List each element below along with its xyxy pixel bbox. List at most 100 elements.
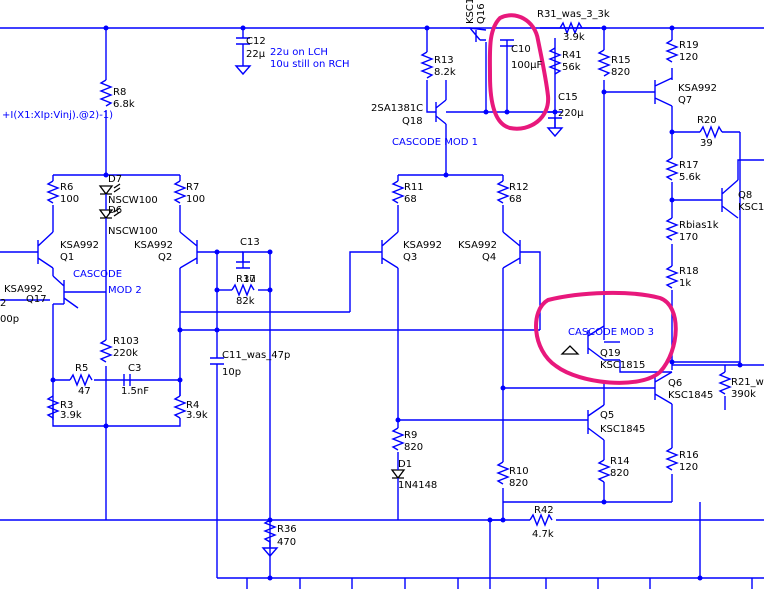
- label-Q17-part: KSA992: [4, 284, 43, 295]
- capacitor-C3: [123, 374, 131, 386]
- resistor-R103: [99, 339, 113, 363]
- value-R9: 820: [404, 442, 423, 453]
- transistor-Q5-icon: [587, 404, 605, 441]
- transistor-Q4-icon: [502, 231, 521, 269]
- label-Q19-part: KSC1815: [600, 360, 645, 371]
- value-R103: 220k: [113, 348, 138, 359]
- transistor-Q7-icon: [654, 77, 673, 107]
- resistor-R10: [496, 461, 510, 485]
- highlight-loop-c10: [487, 13, 551, 131]
- resistor-R7: [173, 180, 187, 204]
- resistor-R21: [718, 371, 732, 395]
- value-R37: 82k: [236, 296, 255, 307]
- transistors: [37, 27, 739, 441]
- value-C13: 1u: [243, 274, 256, 285]
- resistor-R19: [665, 39, 679, 63]
- component-labels: C12 22µ 22u on LCH 10u still on RCH +I(X…: [0, 0, 764, 548]
- label-Q8-part: KSC1: [738, 202, 764, 213]
- transistor-Q16-icon: [469, 27, 487, 42]
- resistor-Rbias: [665, 217, 679, 241]
- label-D7: D7: [108, 174, 122, 185]
- grounds: [234, 65, 580, 558]
- resistor-R36: [263, 519, 277, 543]
- label-cascode-mod-1: CASCODE MOD 1: [392, 137, 478, 148]
- resistor-R20: [699, 125, 723, 139]
- highlight-marks: [487, 13, 678, 385]
- label-cascode-mod-2-b: MOD 2: [108, 285, 142, 296]
- value-R42: 4.7k: [532, 529, 554, 540]
- value-R11: 68: [404, 194, 417, 205]
- label-cascode-mod-3: CASCODE MOD 3: [568, 327, 654, 338]
- value-R31: 3.9k: [563, 32, 585, 43]
- resistor-R12: [496, 180, 510, 204]
- value-R41: 56k: [562, 62, 581, 73]
- value-R17: 5.6k: [679, 172, 701, 183]
- label-Q8: Q8: [738, 190, 752, 201]
- label-C10: C10: [511, 44, 531, 55]
- note-lch: 22u on LCH: [270, 47, 328, 58]
- label-Q7-part: KSA992: [678, 83, 717, 94]
- label-Q2-part: KSA992: [134, 240, 173, 251]
- label-Q4-part: KSA992: [458, 240, 497, 251]
- ground-icon: [234, 65, 252, 76]
- led-D7-icon: [98, 185, 114, 196]
- value-R5: 47: [78, 386, 91, 397]
- label-R31: R31_was_3_3k: [537, 9, 610, 20]
- label-Q4: Q4: [482, 252, 496, 263]
- transistor-Q8-icon: [721, 179, 739, 219]
- resistor-R16: [665, 447, 679, 471]
- transistor-Q17-icon: [52, 275, 79, 309]
- value-R18: 1k: [679, 278, 691, 289]
- label-Q19: Q19: [600, 348, 621, 359]
- label-R3: R3: [60, 400, 73, 411]
- label-Q1-part: KSA992: [60, 240, 99, 251]
- label-R19: R19: [679, 40, 699, 51]
- label-R18: R18: [679, 266, 699, 277]
- value-C15: 220µ: [558, 108, 584, 119]
- label-Q18: Q18: [402, 116, 423, 127]
- label-R20: R20: [697, 115, 717, 126]
- resistor-R17: [665, 157, 679, 181]
- ground-icon: [261, 547, 279, 558]
- transistor-Q19-icon: [587, 325, 620, 361]
- label-C12: C12: [246, 36, 266, 47]
- value-C11: 10p: [222, 367, 241, 378]
- label-Q17: Q17: [26, 294, 47, 305]
- label-C3: C3: [128, 363, 141, 374]
- resistor-R9: [391, 427, 405, 451]
- value-R7: 100: [186, 194, 205, 205]
- value-R8: 6.8k: [113, 99, 135, 110]
- transistor-Q6-icon: [654, 371, 673, 405]
- label-R15: R15: [611, 55, 631, 66]
- label-R7: R7: [186, 182, 199, 193]
- value-C10: 100µF: [511, 60, 542, 71]
- label-Q18-part: 2SA1381C: [371, 103, 423, 114]
- resistor-R8: [99, 79, 113, 107]
- name-D7: NSCW100: [108, 195, 158, 206]
- junctions: [50, 25, 743, 581]
- label-Q3: Q3: [403, 252, 417, 263]
- resistor-R42: [529, 513, 553, 527]
- name-D1: 1N4148: [398, 480, 437, 491]
- resistor-R5: [69, 373, 93, 387]
- label-Q5-part: KSC1845: [600, 424, 645, 435]
- value-C12: 22µ: [246, 49, 266, 60]
- label-D1: D1: [398, 459, 412, 470]
- label-R4: R4: [186, 400, 199, 411]
- value-R14: 820: [610, 468, 629, 479]
- label-Q3-part: KSA992: [403, 240, 442, 251]
- resistor-R3: [46, 395, 60, 419]
- value-R13: 8.2k: [434, 67, 456, 78]
- value-R16: 120: [679, 462, 698, 473]
- label-R12: R12: [509, 182, 529, 193]
- label-Rbias: Rbias1k: [679, 220, 719, 231]
- value-R10: 820: [509, 478, 528, 489]
- label-R10: R10: [509, 466, 529, 477]
- resistors: [46, 21, 732, 543]
- value-R21: 390k: [731, 389, 756, 400]
- label-C11: C11_was_47p: [222, 350, 290, 361]
- value-R4: 3.9k: [186, 410, 208, 421]
- resistor-R6: [46, 180, 60, 204]
- capacitor-C10: [500, 39, 514, 47]
- value-R6: 100: [60, 194, 79, 205]
